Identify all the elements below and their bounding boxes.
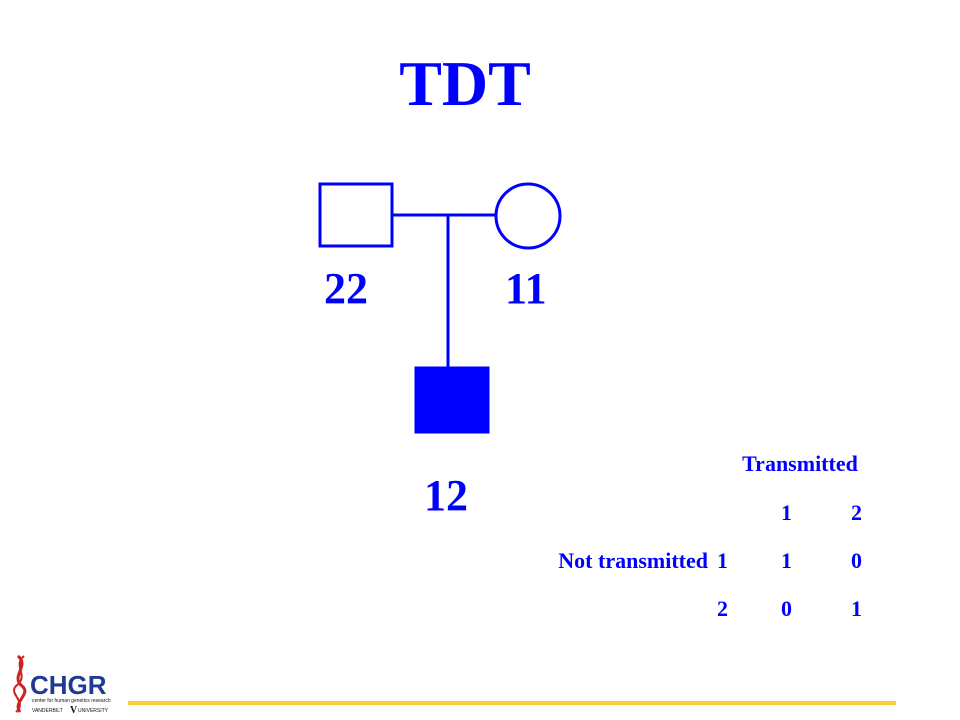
logo-university-right: UNIVERSITY: [78, 708, 109, 714]
slide-title: TDT: [399, 48, 531, 119]
row-allele-2: 2: [717, 596, 728, 621]
cell-2-1: 0: [781, 596, 792, 621]
cell-1-2: 0: [851, 548, 862, 573]
cell-2-2: 1: [851, 596, 862, 621]
footer-divider: [128, 701, 896, 705]
dna-helix-strand-icon: [13, 655, 25, 713]
father-symbol: [318, 182, 394, 248]
logo-subtitle: center for human genetics research: [32, 698, 111, 704]
father-genotype: 22: [324, 264, 368, 313]
column-header-2: 2: [851, 500, 862, 525]
transmitted-label: Transmitted: [742, 451, 858, 476]
child-genotype: 12: [424, 471, 468, 520]
logo-v-mark: V: [70, 705, 78, 716]
logo-university-left: VANDERBILT: [32, 708, 63, 714]
chgr-logo: CHGR center for human genetics research …: [13, 654, 111, 716]
mother-symbol: [494, 182, 562, 250]
logo-name: CHGR: [30, 670, 107, 700]
column-header-1: 1: [781, 500, 792, 525]
child-symbol: [414, 366, 490, 434]
not-transmitted-label: Not transmitted: [558, 548, 708, 573]
mother-genotype: 11: [505, 264, 547, 313]
row-allele-1: 1: [717, 548, 728, 573]
cell-1-1: 1: [781, 548, 792, 573]
